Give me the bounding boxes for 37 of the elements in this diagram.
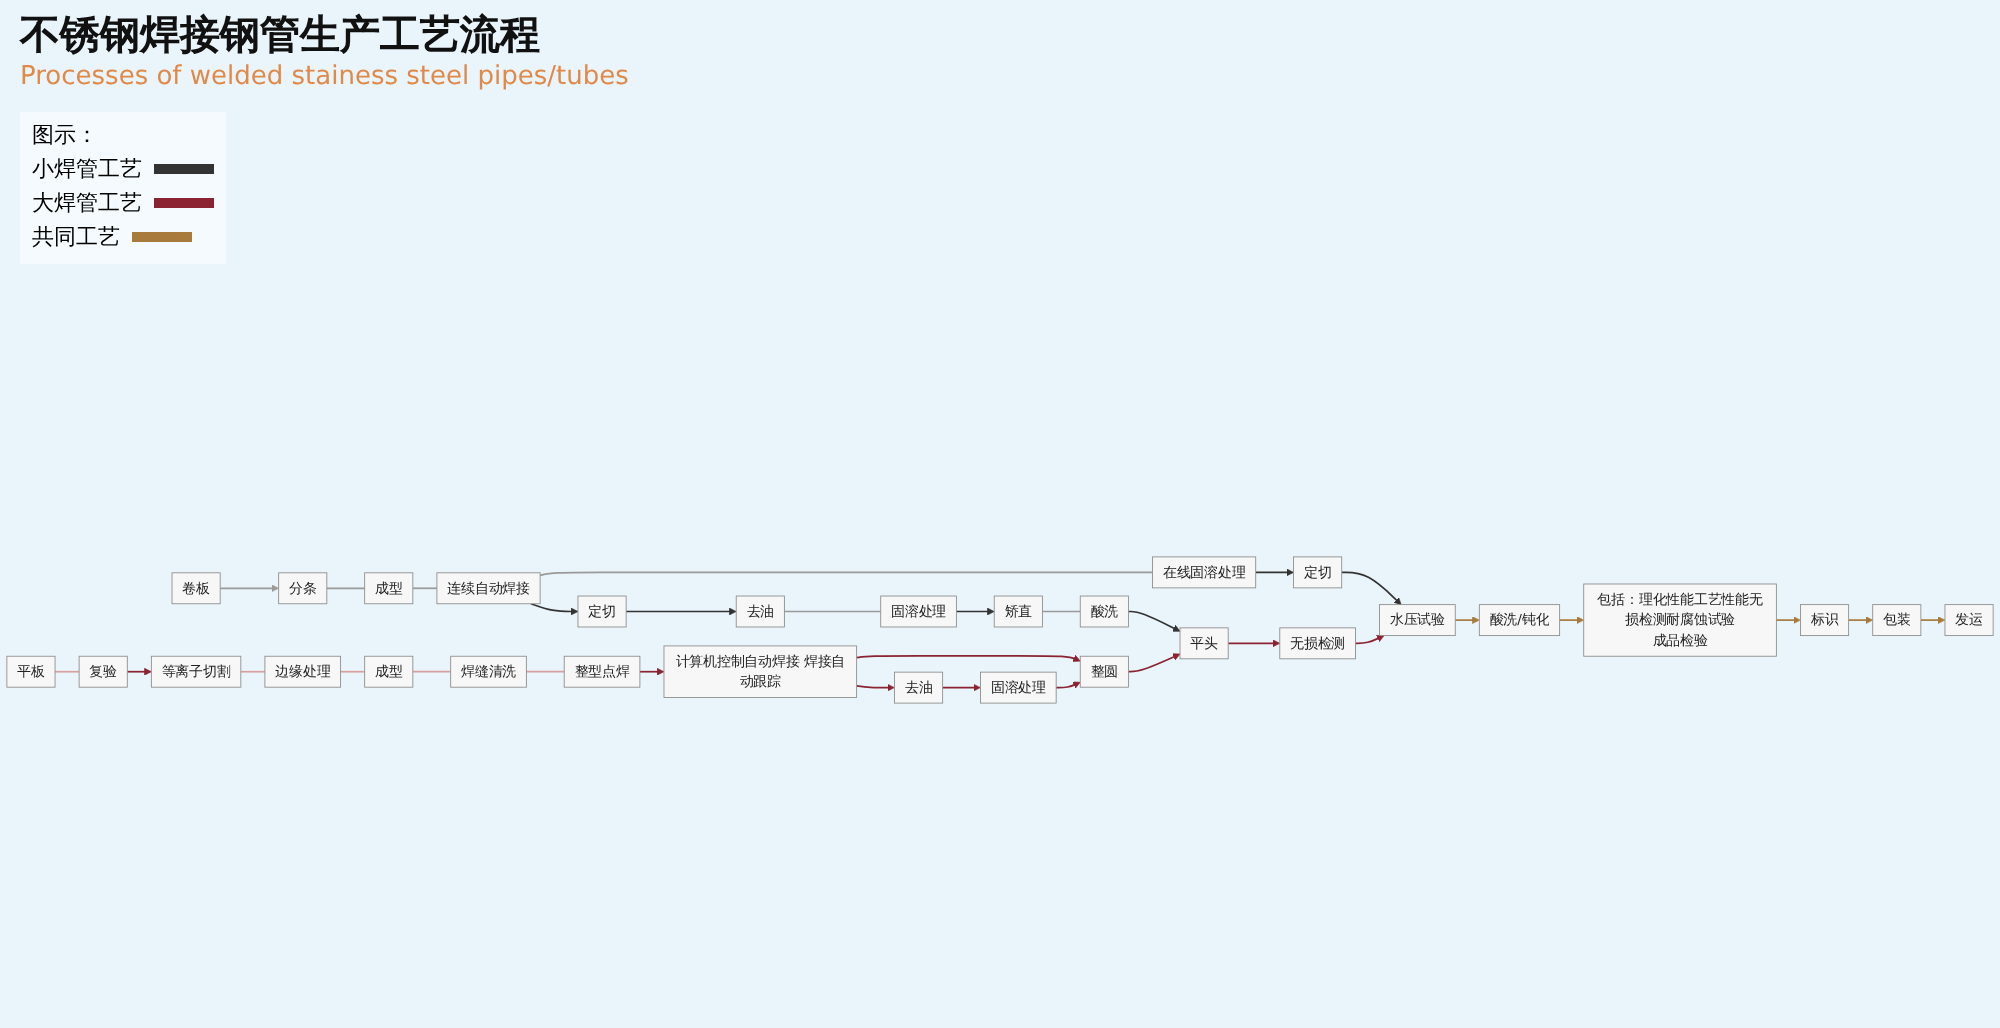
arrow (1847, 616, 1874, 624)
legend-label: 小焊管工艺 (32, 154, 142, 184)
arrow (126, 667, 152, 676)
arrow (1454, 616, 1480, 624)
connector (411, 670, 452, 673)
arrow (855, 683, 895, 692)
arrow (1254, 568, 1294, 577)
arrow (1340, 571, 1402, 605)
connector (339, 670, 366, 673)
legend-heading: 图示： (32, 120, 100, 150)
connector (239, 670, 266, 673)
arrow (1055, 681, 1081, 689)
subtitle: Processes of welded stainess steel pipes/tubes (20, 62, 629, 92)
connector (1041, 610, 1082, 613)
arrow (1354, 635, 1385, 645)
arrow (530, 602, 579, 616)
arrow (1558, 616, 1585, 624)
connector (54, 670, 80, 673)
connector (325, 587, 366, 590)
arrow (941, 683, 981, 692)
diagram-title: 不锈钢焊接钢管生产工艺流程 (20, 8, 542, 62)
connector (411, 587, 438, 590)
arrow (219, 584, 279, 593)
arrow (1227, 639, 1281, 648)
arrow (855, 654, 1081, 662)
arrow (639, 667, 665, 676)
arrow (1127, 610, 1181, 632)
arrow (625, 607, 737, 616)
arrow (955, 607, 995, 616)
arrow (1127, 653, 1181, 673)
connector (783, 610, 882, 613)
legend-label: 共同工艺 (32, 222, 120, 252)
legend-label: 大焊管工艺 (32, 188, 142, 218)
arrow (1775, 616, 1801, 624)
connector (525, 670, 566, 673)
connector (539, 571, 1154, 577)
arrow (1920, 616, 1946, 624)
